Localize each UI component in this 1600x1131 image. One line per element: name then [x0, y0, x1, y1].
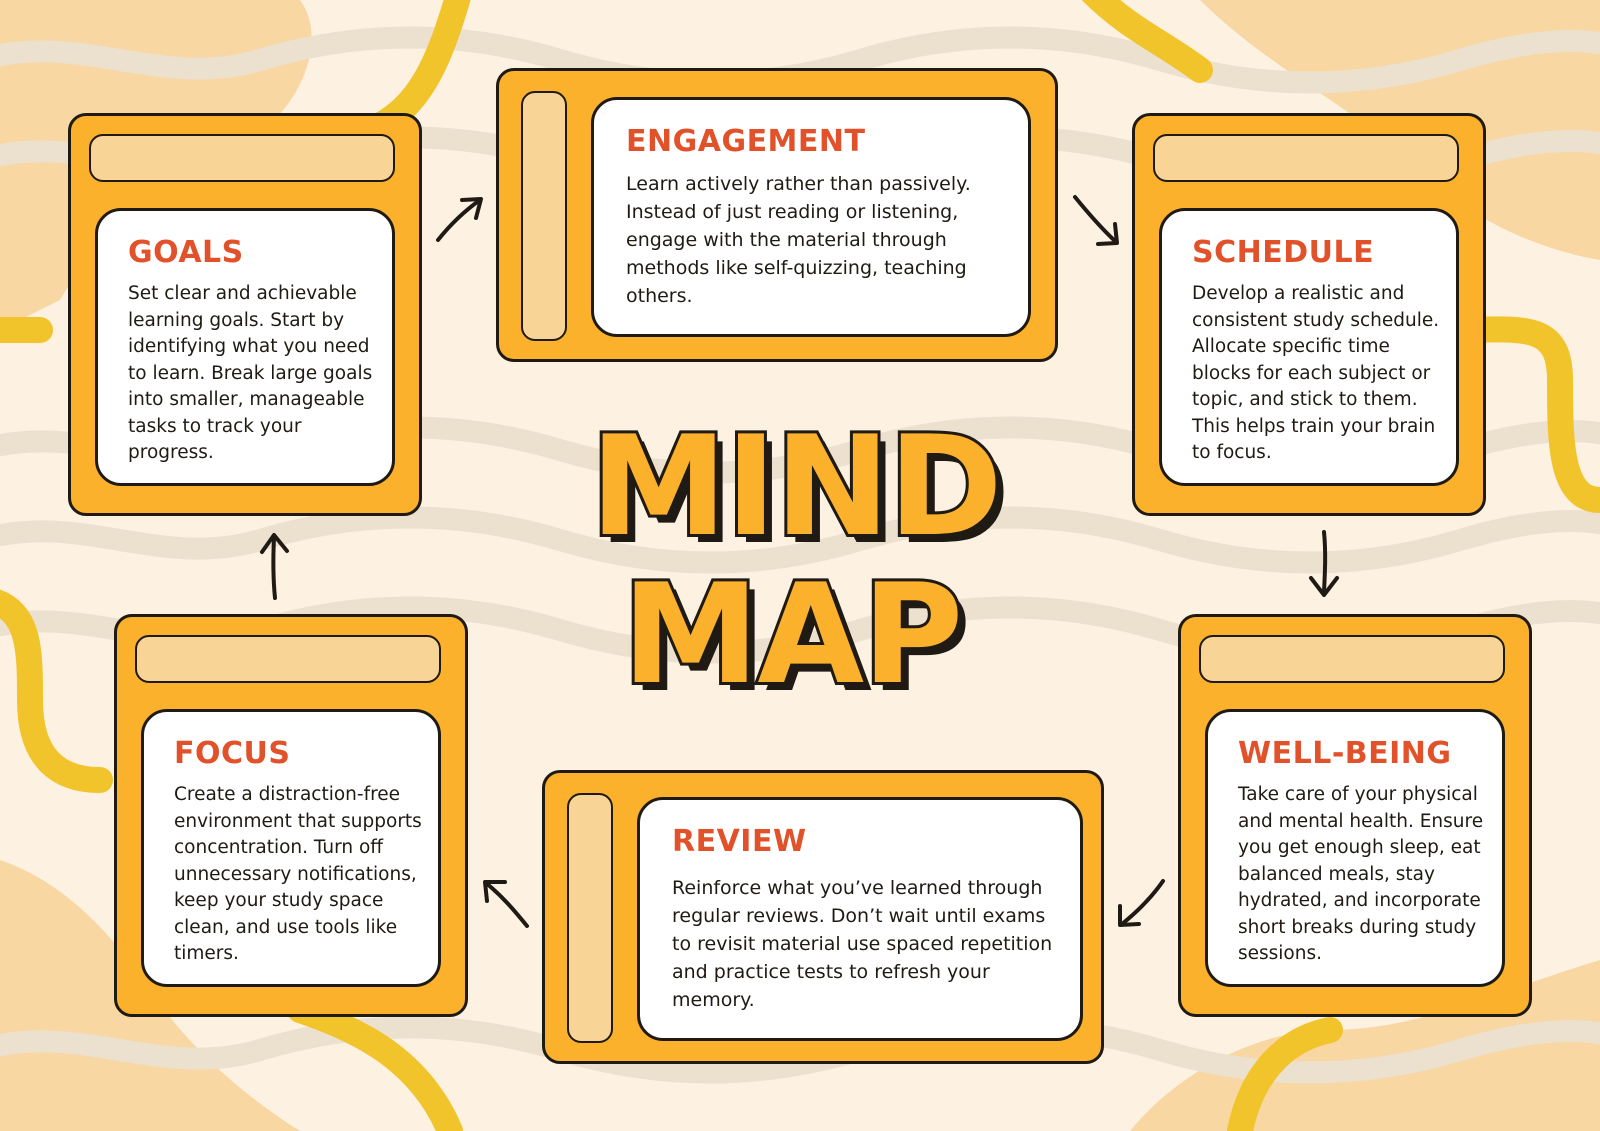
- node-engagement-card: ENGAGEMENT Learn actively rather than pa…: [496, 68, 1058, 362]
- node-goals-title: GOALS: [128, 235, 244, 270]
- node-focus-card: FOCUS Create a distraction-free environm…: [114, 614, 468, 1017]
- node-focus-title: FOCUS: [174, 736, 291, 771]
- node-goals-text: Set clear and achievable learning goals.…: [128, 283, 373, 463]
- node-engagement-title: ENGAGEMENT: [626, 124, 866, 159]
- node-wellbeing-tab: [1199, 635, 1505, 683]
- node-wellbeing-text: Take care of your physical and mental he…: [1238, 784, 1484, 964]
- main-title-line1: MIND: [587, 406, 1006, 567]
- node-engagement-tab: [521, 91, 567, 341]
- node-engagement-panel: ENGAGEMENT Learn actively rather than pa…: [591, 97, 1031, 337]
- node-schedule-text: Develop a realistic and consistent study…: [1192, 283, 1440, 463]
- main-title-line2: MAP: [619, 554, 966, 715]
- node-focus-tab: [135, 635, 441, 683]
- node-schedule-panel: SCHEDULE Develop a realistic and consist…: [1159, 208, 1459, 486]
- node-focus-text: Create a distraction-free environment th…: [174, 784, 422, 964]
- node-schedule-tab: [1153, 134, 1459, 182]
- node-goals-tab: [89, 134, 395, 182]
- node-review-panel: REVIEW Reinforce what you’ve learned thr…: [637, 797, 1083, 1041]
- node-engagement-text: Learn actively rather than passively. In…: [626, 173, 971, 307]
- node-review-title: REVIEW: [672, 824, 807, 859]
- node-schedule-title: SCHEDULE: [1192, 235, 1375, 270]
- node-review-tab: [567, 793, 613, 1043]
- node-goals-card: GOALS Set clear and achievable learning …: [68, 113, 422, 516]
- node-wellbeing-card: WELL-BEING Take care of your physical an…: [1178, 614, 1532, 1017]
- node-wellbeing-title: WELL-BEING: [1238, 736, 1452, 771]
- node-wellbeing-panel: WELL-BEING Take care of your physical an…: [1205, 709, 1505, 987]
- node-focus-panel: FOCUS Create a distraction-free environm…: [141, 709, 441, 987]
- node-goals-panel: GOALS Set clear and achievable learning …: [95, 208, 395, 486]
- node-schedule-card: SCHEDULE Develop a realistic and consist…: [1132, 113, 1486, 516]
- node-review-card: REVIEW Reinforce what you’ve learned thr…: [542, 770, 1104, 1064]
- node-review-text: Reinforce what you’ve learned through re…: [672, 877, 1053, 1011]
